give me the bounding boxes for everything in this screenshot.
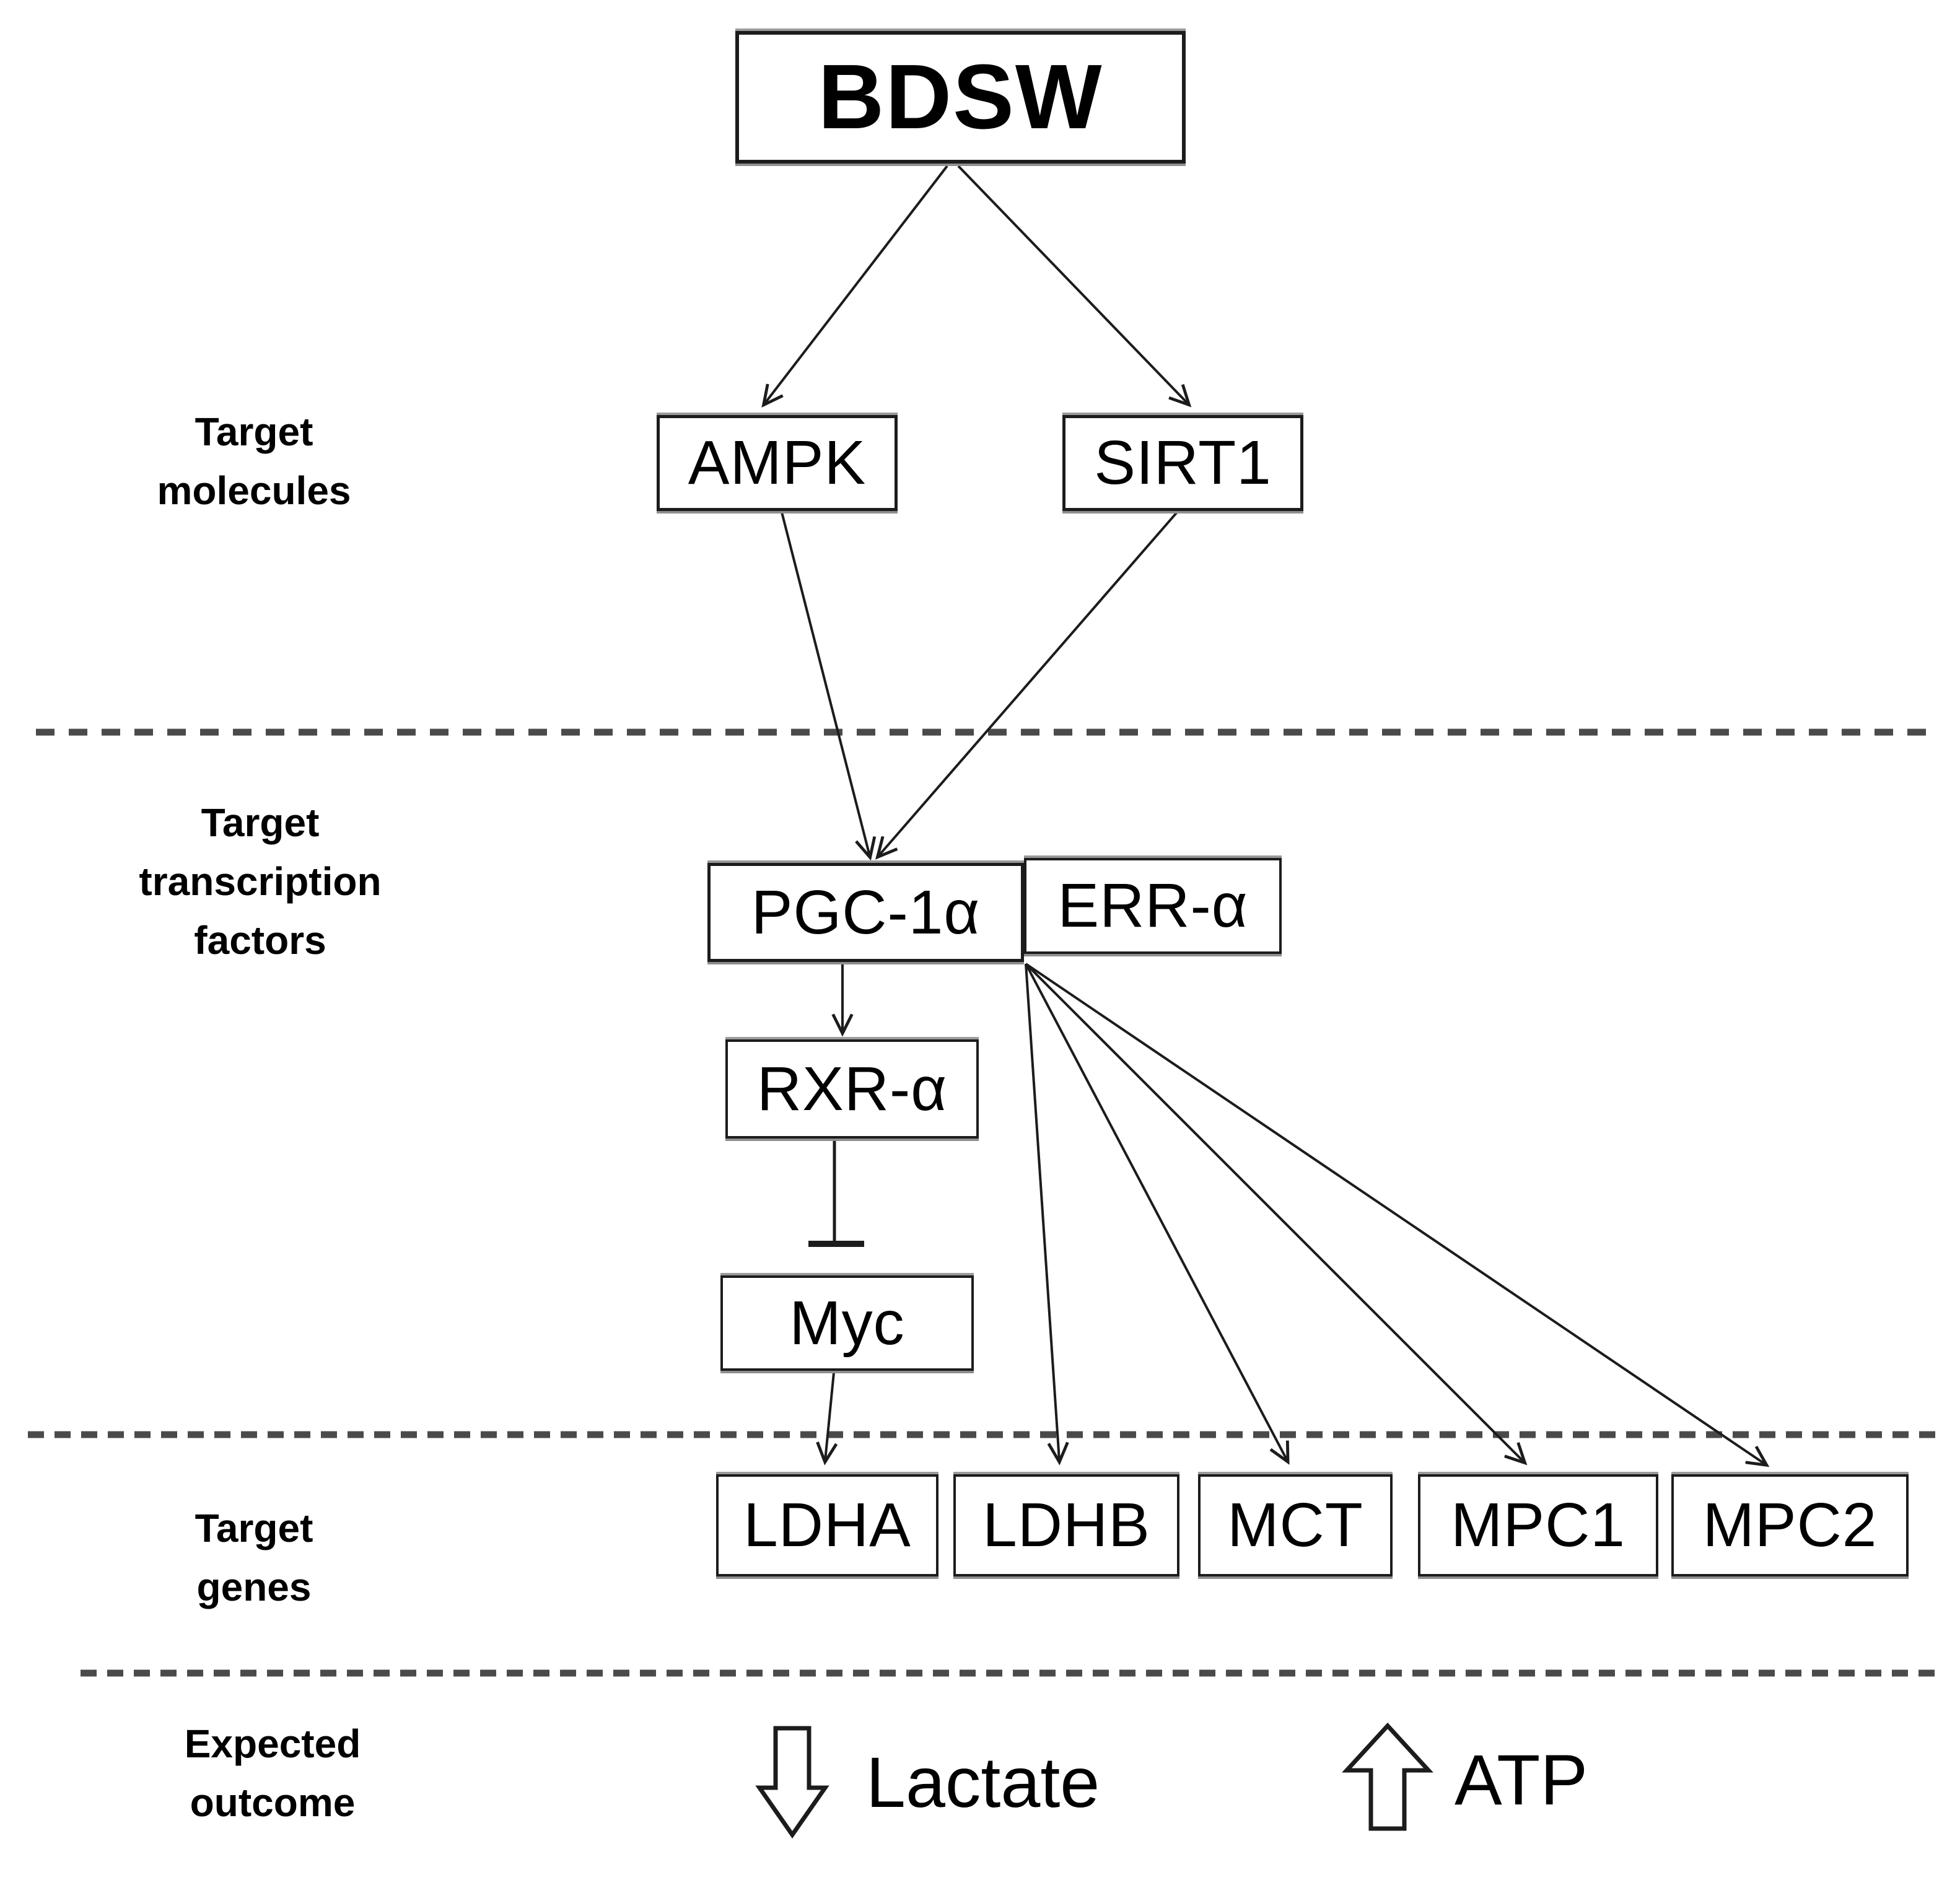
node-mpc1-label: MPC1 xyxy=(1451,1490,1625,1560)
edge-bdsw-sirt1 xyxy=(957,165,1192,408)
outcome-lactate-label: Lactate xyxy=(866,1743,1100,1822)
node-mpc1: MPC1 xyxy=(1418,1474,1658,1576)
edge-erra-ldhb xyxy=(1025,963,1069,1466)
node-pgc1a-label: PGC-1α xyxy=(751,877,981,947)
node-ldha: LDHA xyxy=(716,1474,938,1576)
edge-myc-ldha xyxy=(816,1372,838,1466)
down-block-arrow-icon xyxy=(755,1726,829,1839)
edge-erra-mpc1 xyxy=(1025,963,1528,1466)
node-ldhb: LDHB xyxy=(953,1474,1179,1576)
edge-rxra-myc-inhibition xyxy=(808,1141,864,1247)
row-label-target-molecules: Target molecules xyxy=(157,409,351,513)
node-mct: MCT xyxy=(1198,1474,1393,1576)
node-mpc2: MPC2 xyxy=(1671,1474,1909,1576)
outcome-atp-label: ATP xyxy=(1455,1741,1588,1820)
edge-sirt1-pgc1a xyxy=(875,511,1178,860)
edge-bdsw-ampk xyxy=(761,165,948,408)
edge-ampk-pgc1a xyxy=(781,512,877,861)
node-sirt1: SIRT1 xyxy=(1062,415,1303,511)
node-ldha-label: LDHA xyxy=(743,1490,911,1560)
row-label-target-genes: Target genes xyxy=(195,1506,313,1609)
node-erra: ERR-α xyxy=(1024,858,1282,954)
node-myc-label: Myc xyxy=(789,1288,905,1358)
node-ampk-label: AMPK xyxy=(688,428,867,497)
row-label-expected-outcome: Expected outcome xyxy=(184,1721,361,1825)
node-mct-label: MCT xyxy=(1227,1490,1363,1560)
node-bdsw-label: BDSW xyxy=(818,46,1103,148)
node-sirt1-label: SIRT1 xyxy=(1094,428,1272,497)
up-block-arrow-icon xyxy=(1342,1722,1433,1831)
node-pgc1a: PGC-1α xyxy=(707,863,1024,962)
node-rxra: RXR-α xyxy=(725,1039,979,1139)
node-myc: Myc xyxy=(720,1275,974,1371)
node-ampk: AMPK xyxy=(657,415,898,511)
node-erra-label: ERR-α xyxy=(1057,871,1248,940)
edge-erra-mct xyxy=(1025,963,1290,1465)
row-label-target-transcription-factors: Target transcription factors xyxy=(139,800,382,963)
node-bdsw: BDSW xyxy=(735,31,1186,164)
node-rxra-label: RXR-α xyxy=(756,1054,948,1124)
edge-erra-mpc2 xyxy=(1025,963,1770,1467)
node-mpc2-label: MPC2 xyxy=(1702,1490,1878,1560)
node-ldhb-label: LDHB xyxy=(982,1490,1150,1560)
